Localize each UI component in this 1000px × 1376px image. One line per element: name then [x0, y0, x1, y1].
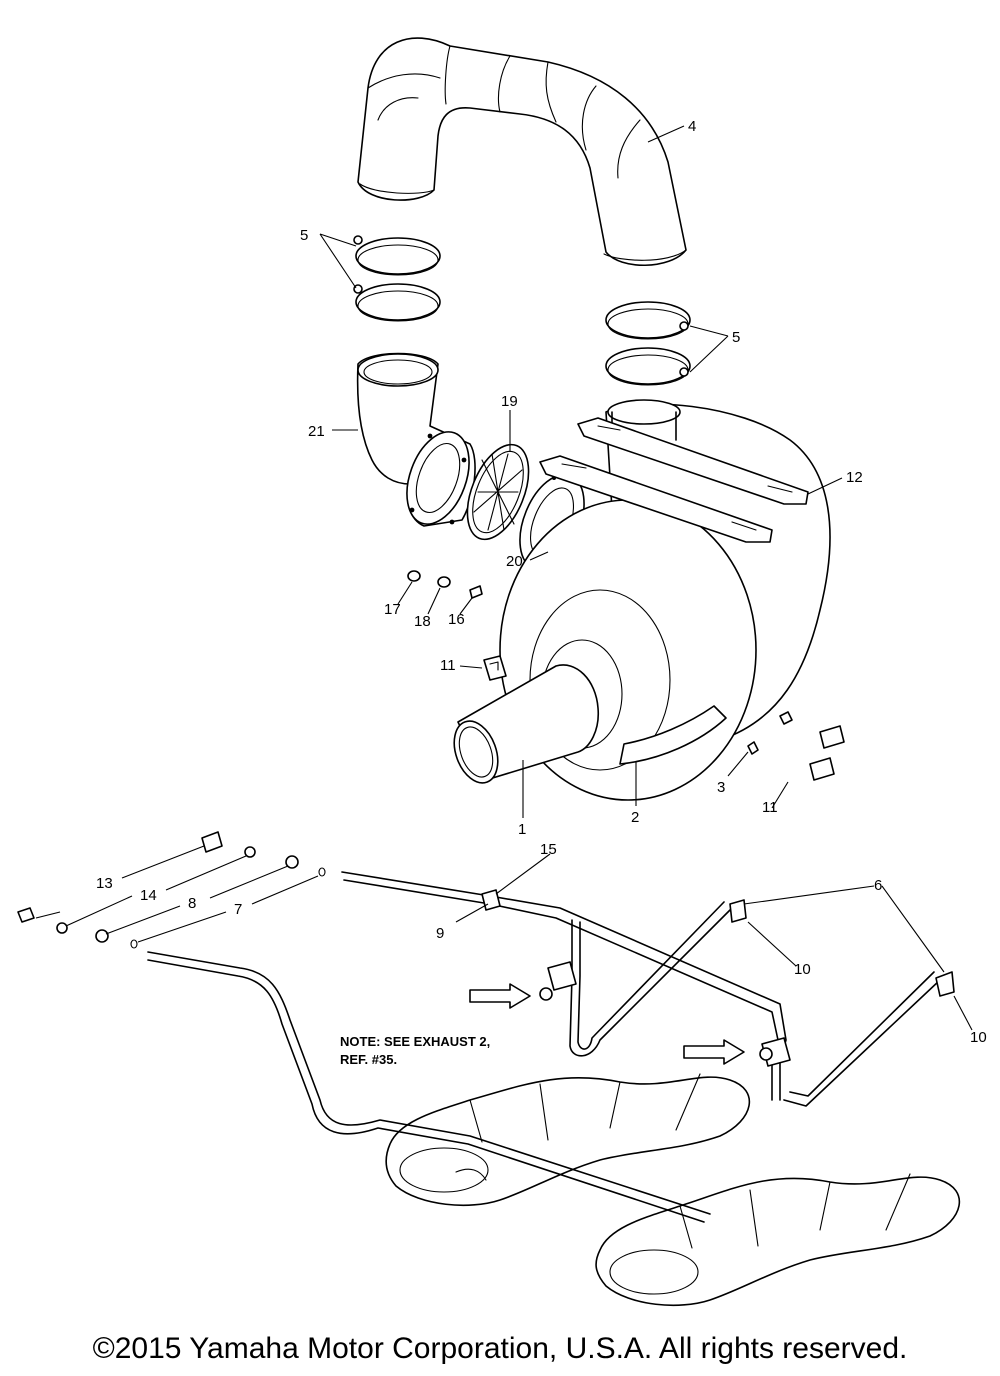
arrow-left [469, 983, 531, 1009]
washer-part-17 [407, 570, 421, 582]
callout-10-lower: 10 [970, 1029, 987, 1046]
elbow-pipe-part-21 [356, 352, 476, 527]
leader-lines [35, 125, 973, 1031]
callout-14: 14 [140, 887, 157, 904]
callout-2: 2 [631, 809, 639, 826]
baffle-screen-part-19 [466, 443, 530, 541]
copyright-text: ©2015 Yamaha Motor Corporation, U.S.A. A… [93, 1332, 908, 1365]
arrow-right [683, 1039, 745, 1065]
note-line-1: NOTE: SEE EXHAUST 2, [340, 1034, 490, 1049]
callout-17: 17 [384, 601, 401, 618]
callout-19: 19 [501, 393, 518, 410]
bolt-part-16 [469, 585, 483, 599]
direction-arrows [469, 983, 745, 1065]
callout-6: 6 [874, 877, 882, 894]
callout-11-upper: 11 [440, 657, 456, 674]
exhaust-pipe-part-4 [357, 37, 687, 267]
callout-4: 4 [688, 118, 696, 135]
washer-part-18 [437, 576, 451, 588]
clip-part-11 [483, 655, 507, 681]
callout-3: 3 [717, 779, 725, 796]
callout-15: 15 [540, 841, 557, 858]
callout-18: 18 [414, 613, 431, 630]
heat-shield-part-2 [619, 705, 727, 765]
hose-clamps-right-part-5 [605, 301, 691, 386]
clip-part-11c [809, 757, 835, 781]
small-hardware [407, 570, 845, 781]
callout-13: 13 [96, 875, 113, 892]
screw-part-3b [747, 741, 759, 755]
callout-9: 9 [436, 925, 444, 942]
callout-16: 16 [448, 611, 465, 628]
exhaust-manifolds [385, 1073, 961, 1307]
callout-12: 12 [846, 469, 863, 486]
fittings-left [17, 831, 326, 949]
hose-clamps-left-part-5 [353, 235, 441, 322]
callout-21: 21 [308, 423, 325, 440]
callout-10-upper: 10 [794, 961, 811, 978]
reference-note: NOTE: SEE EXHAUST 2, REF. #35. [340, 1034, 490, 1067]
cooling-hoses [147, 871, 941, 1223]
screw-part-3a [779, 711, 793, 725]
note-line-2: REF. #35. [340, 1052, 397, 1067]
callout-numbers: 4 5 5 21 19 12 20 17 18 16 11 1 2 3 11 1… [96, 118, 987, 1046]
callout-5-right: 5 [732, 329, 740, 346]
callout-8: 8 [188, 895, 196, 912]
hose-valves [481, 889, 955, 1067]
callout-1: 1 [518, 821, 526, 838]
callout-7: 7 [234, 901, 242, 918]
clip-part-11b [819, 725, 845, 749]
callout-20: 20 [506, 553, 523, 570]
callout-5-left: 5 [300, 227, 308, 244]
callout-11-lower: 11 [762, 799, 778, 816]
mounting-straps-part-12 [539, 417, 809, 543]
